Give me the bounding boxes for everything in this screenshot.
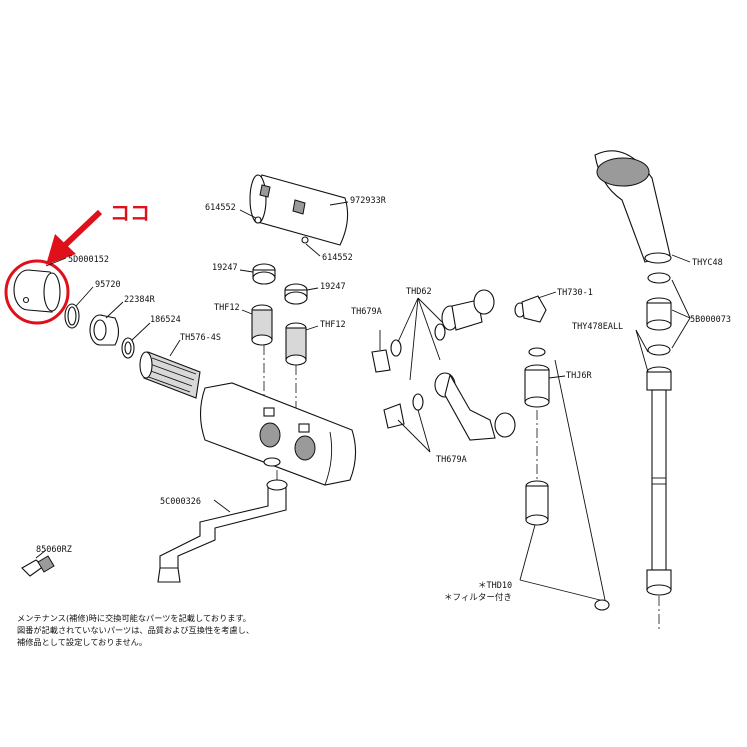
valve-thf12-right[interactable] [285, 322, 307, 366]
label-th576: TH576-4S [180, 333, 221, 343]
label-5d000152: 5D000152 [68, 255, 109, 265]
label-972933r: 972933R [350, 196, 387, 206]
red-arrow [46, 209, 103, 265]
note-line: 図番が記載されていないパーツは、品質および互換性を考慮し、 [17, 625, 255, 635]
nut-th679a-bottom[interactable] [383, 393, 424, 429]
label-5b000073: 5B000073 [690, 315, 731, 325]
label-614552-bottom: 614552 [322, 253, 353, 263]
nut-th679a-top[interactable] [371, 339, 402, 373]
nut-5b000073-top[interactable] [646, 297, 672, 331]
label-614552-top: 614552 [205, 203, 236, 213]
label-85060rz: 85060RZ [36, 545, 72, 555]
label-19247-right: 19247 [320, 282, 346, 292]
cartridge-th576[interactable] [139, 351, 201, 399]
label-thf12-right: THF12 [320, 320, 346, 330]
valve-thf12-left[interactable] [251, 304, 273, 346]
label-95720: 95720 [95, 280, 121, 290]
callout-text: ココ [110, 201, 150, 225]
label-thd10: ＊THD10 [478, 581, 512, 591]
ring-95720[interactable] [64, 303, 80, 329]
washer-186524[interactable] [121, 337, 135, 359]
maintenance-note: メンテナンス(補修)時に交換可能なパーツを記載しております。 図番が記載されてい… [17, 612, 377, 648]
ring-small-upper [528, 347, 546, 357]
label-thf12-left: THF12 [214, 303, 240, 313]
label-thd62: THD62 [406, 287, 432, 297]
label-5c000326: 5C000326 [160, 497, 201, 507]
elbow-thd62[interactable] [434, 289, 495, 341]
filter-ring[interactable] [594, 599, 610, 611]
elbow-lower[interactable] [434, 372, 516, 441]
elbow-th730[interactable] [514, 295, 547, 323]
nut-22384r[interactable] [89, 314, 120, 346]
ring-19247-left[interactable] [252, 263, 276, 285]
label-th679a-top: TH679A [351, 307, 382, 317]
cap-5d000152-part[interactable] [4, 259, 70, 325]
note-line: 補修品として設定しておりません。 [17, 637, 148, 647]
label-186524: 186524 [150, 315, 181, 325]
holder-thj6r[interactable] [524, 364, 550, 408]
faucet-body [199, 382, 357, 486]
note-line: メンテナンス(補修)時に交換可能なパーツを記載しております。 [17, 613, 251, 623]
label-thyc48: THYC48 [692, 258, 723, 268]
ring-thyc48[interactable] [647, 272, 671, 284]
spout-5c000326[interactable] [157, 479, 288, 583]
label-filter: ＊フィルター付き [444, 592, 512, 603]
label-19247-left: 19247 [212, 263, 238, 273]
adapter-thd10[interactable] [525, 480, 549, 526]
shower-head[interactable] [594, 150, 672, 264]
label-22384r: 22384R [124, 295, 156, 305]
key-85060rz[interactable] [21, 555, 55, 577]
highlight-circle [4, 259, 70, 325]
label-thj6r: THJ6R [566, 371, 592, 381]
label-th679a-bottom: TH679A [436, 455, 467, 465]
label-th730: TH730-1 [557, 288, 593, 298]
ring-thy478[interactable] [647, 344, 671, 356]
ring-19247-right[interactable] [284, 283, 308, 305]
label-thy478: THY478EALL [572, 322, 623, 332]
hose[interactable] [646, 366, 672, 596]
handle-972933r[interactable] [249, 174, 349, 246]
